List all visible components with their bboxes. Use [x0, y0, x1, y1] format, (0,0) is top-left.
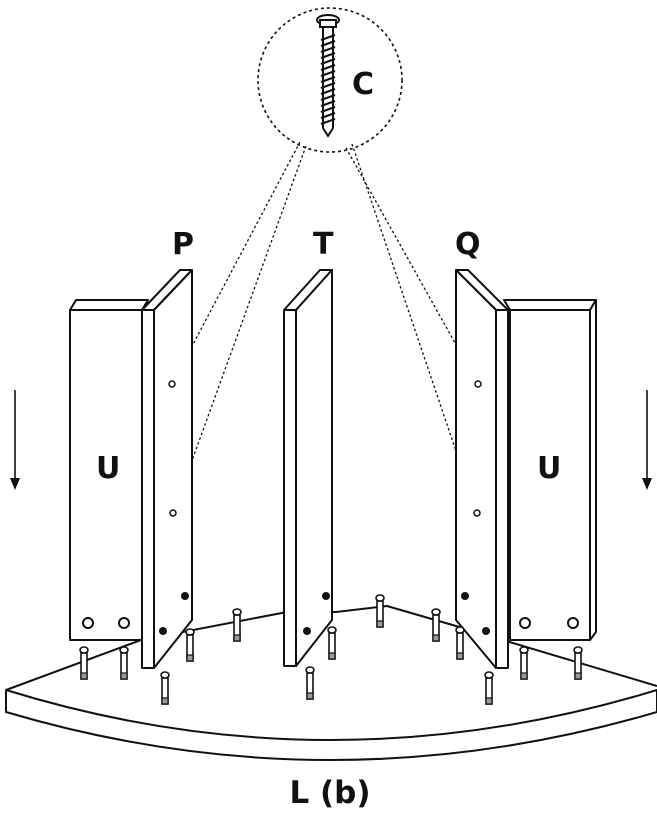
dowel	[327, 626, 337, 660]
panel-q-dowel-dots	[461, 592, 490, 635]
dowel	[455, 626, 465, 660]
dowel	[79, 646, 89, 680]
panel-q-label: Q	[455, 227, 481, 262]
screw-icon	[316, 14, 340, 138]
dowel	[160, 671, 170, 705]
dowel	[119, 646, 129, 680]
side-panel-right	[503, 299, 597, 641]
panel-t-dowel-dots	[303, 592, 330, 635]
panel-p-label: P	[172, 227, 194, 262]
dowel	[431, 608, 441, 642]
dowel	[519, 646, 529, 680]
screw-callout: C	[257, 7, 403, 153]
base-panel-label: L (b)	[289, 775, 370, 811]
screw-label: C	[352, 67, 374, 102]
panel-t	[283, 269, 333, 667]
side-panel-left-label: U	[96, 451, 120, 486]
panel-p	[141, 269, 193, 669]
dowel	[484, 671, 494, 705]
side-panel-right-label: U	[537, 451, 561, 486]
arrow-down-icon	[10, 390, 20, 490]
dowel	[375, 594, 385, 628]
dowels	[79, 594, 583, 705]
panel-t-label: T	[313, 227, 334, 262]
dowel	[232, 608, 242, 642]
panel-p-dowel-dots	[159, 592, 189, 635]
arrow-down-icon	[642, 390, 652, 490]
panel-q	[455, 269, 509, 669]
dowel	[305, 666, 315, 700]
side-panel-left	[69, 299, 149, 641]
dowel	[573, 646, 583, 680]
dowel	[185, 628, 195, 662]
